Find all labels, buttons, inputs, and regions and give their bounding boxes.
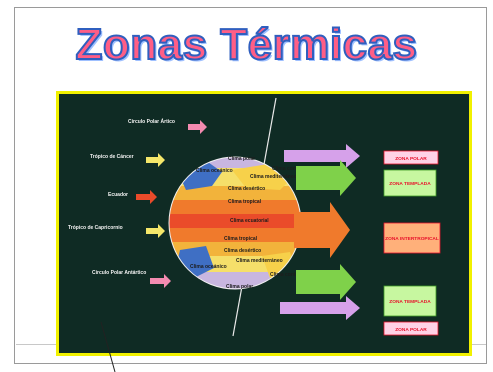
climate-label: Clima oceánico	[190, 264, 227, 270]
climate-label: Clima ecuatorial	[230, 218, 269, 224]
climate-label: Clima continental	[272, 166, 314, 172]
zone-box-polar-north	[383, 150, 439, 165]
climate-label: Clima oceánico	[196, 168, 233, 174]
pointer-line	[100, 321, 116, 372]
left-arrows	[136, 120, 207, 288]
climate-label: Clima tropical	[224, 236, 258, 242]
slide-frame	[14, 7, 487, 364]
climate-label: Clima polar	[226, 284, 253, 290]
zone-boxes	[383, 150, 441, 336]
arrow-antarctic-circle	[150, 274, 171, 288]
climate-label: Clima polar	[228, 156, 255, 162]
zone-box-temperate-north	[383, 169, 437, 197]
zone-box-temperate-south	[383, 285, 437, 317]
arrow-intertropical	[294, 202, 350, 258]
arrow-tropic-capricorn	[146, 224, 165, 238]
zone-box-intertropical	[383, 222, 441, 254]
arrow-temperate-north	[296, 160, 356, 196]
slide-title: Zonas Térmicas	[74, 19, 418, 70]
label-equator: Ecuador	[108, 192, 128, 198]
climate-label: Clima continental	[270, 272, 312, 278]
right-arrows	[280, 144, 360, 320]
arrow-arctic-circle	[188, 120, 207, 134]
zone-label-polar-north: ZONA POLAR	[395, 156, 427, 162]
zone-label-temperate-north: ZONA TEMPLADA	[389, 181, 431, 187]
climate-label: Clima mediterráneo	[250, 174, 297, 180]
arrow-polar-north	[284, 144, 360, 168]
arrow-equator	[136, 190, 157, 204]
climate-label: Clima mediterráneo	[236, 258, 283, 264]
climate-label: Clima desértico	[228, 186, 265, 192]
zone-box-polar-south	[383, 321, 439, 336]
label-tropic-cancer: Trópico de Cáncer	[90, 154, 134, 160]
zone-label-temperate-south: ZONA TEMPLADA	[389, 299, 431, 305]
zone-label-intertropical: ZONA INTERTROPICAL	[385, 236, 439, 242]
climate-label: Clima desértico	[224, 248, 261, 254]
label-arctic-circle: Círculo Polar Ártico	[128, 118, 175, 125]
label-antarctic-circle: Círculo Polar Antártico	[92, 270, 146, 276]
arrow-polar-south	[280, 296, 360, 320]
label-tropic-capricorn: Trópico de Capricornio	[68, 225, 123, 231]
arrow-temperate-south	[296, 264, 356, 300]
zone-label-polar-south: ZONA POLAR	[395, 327, 427, 333]
arrow-tropic-cancer	[146, 153, 165, 167]
climate-label: Clima tropical	[228, 199, 262, 205]
